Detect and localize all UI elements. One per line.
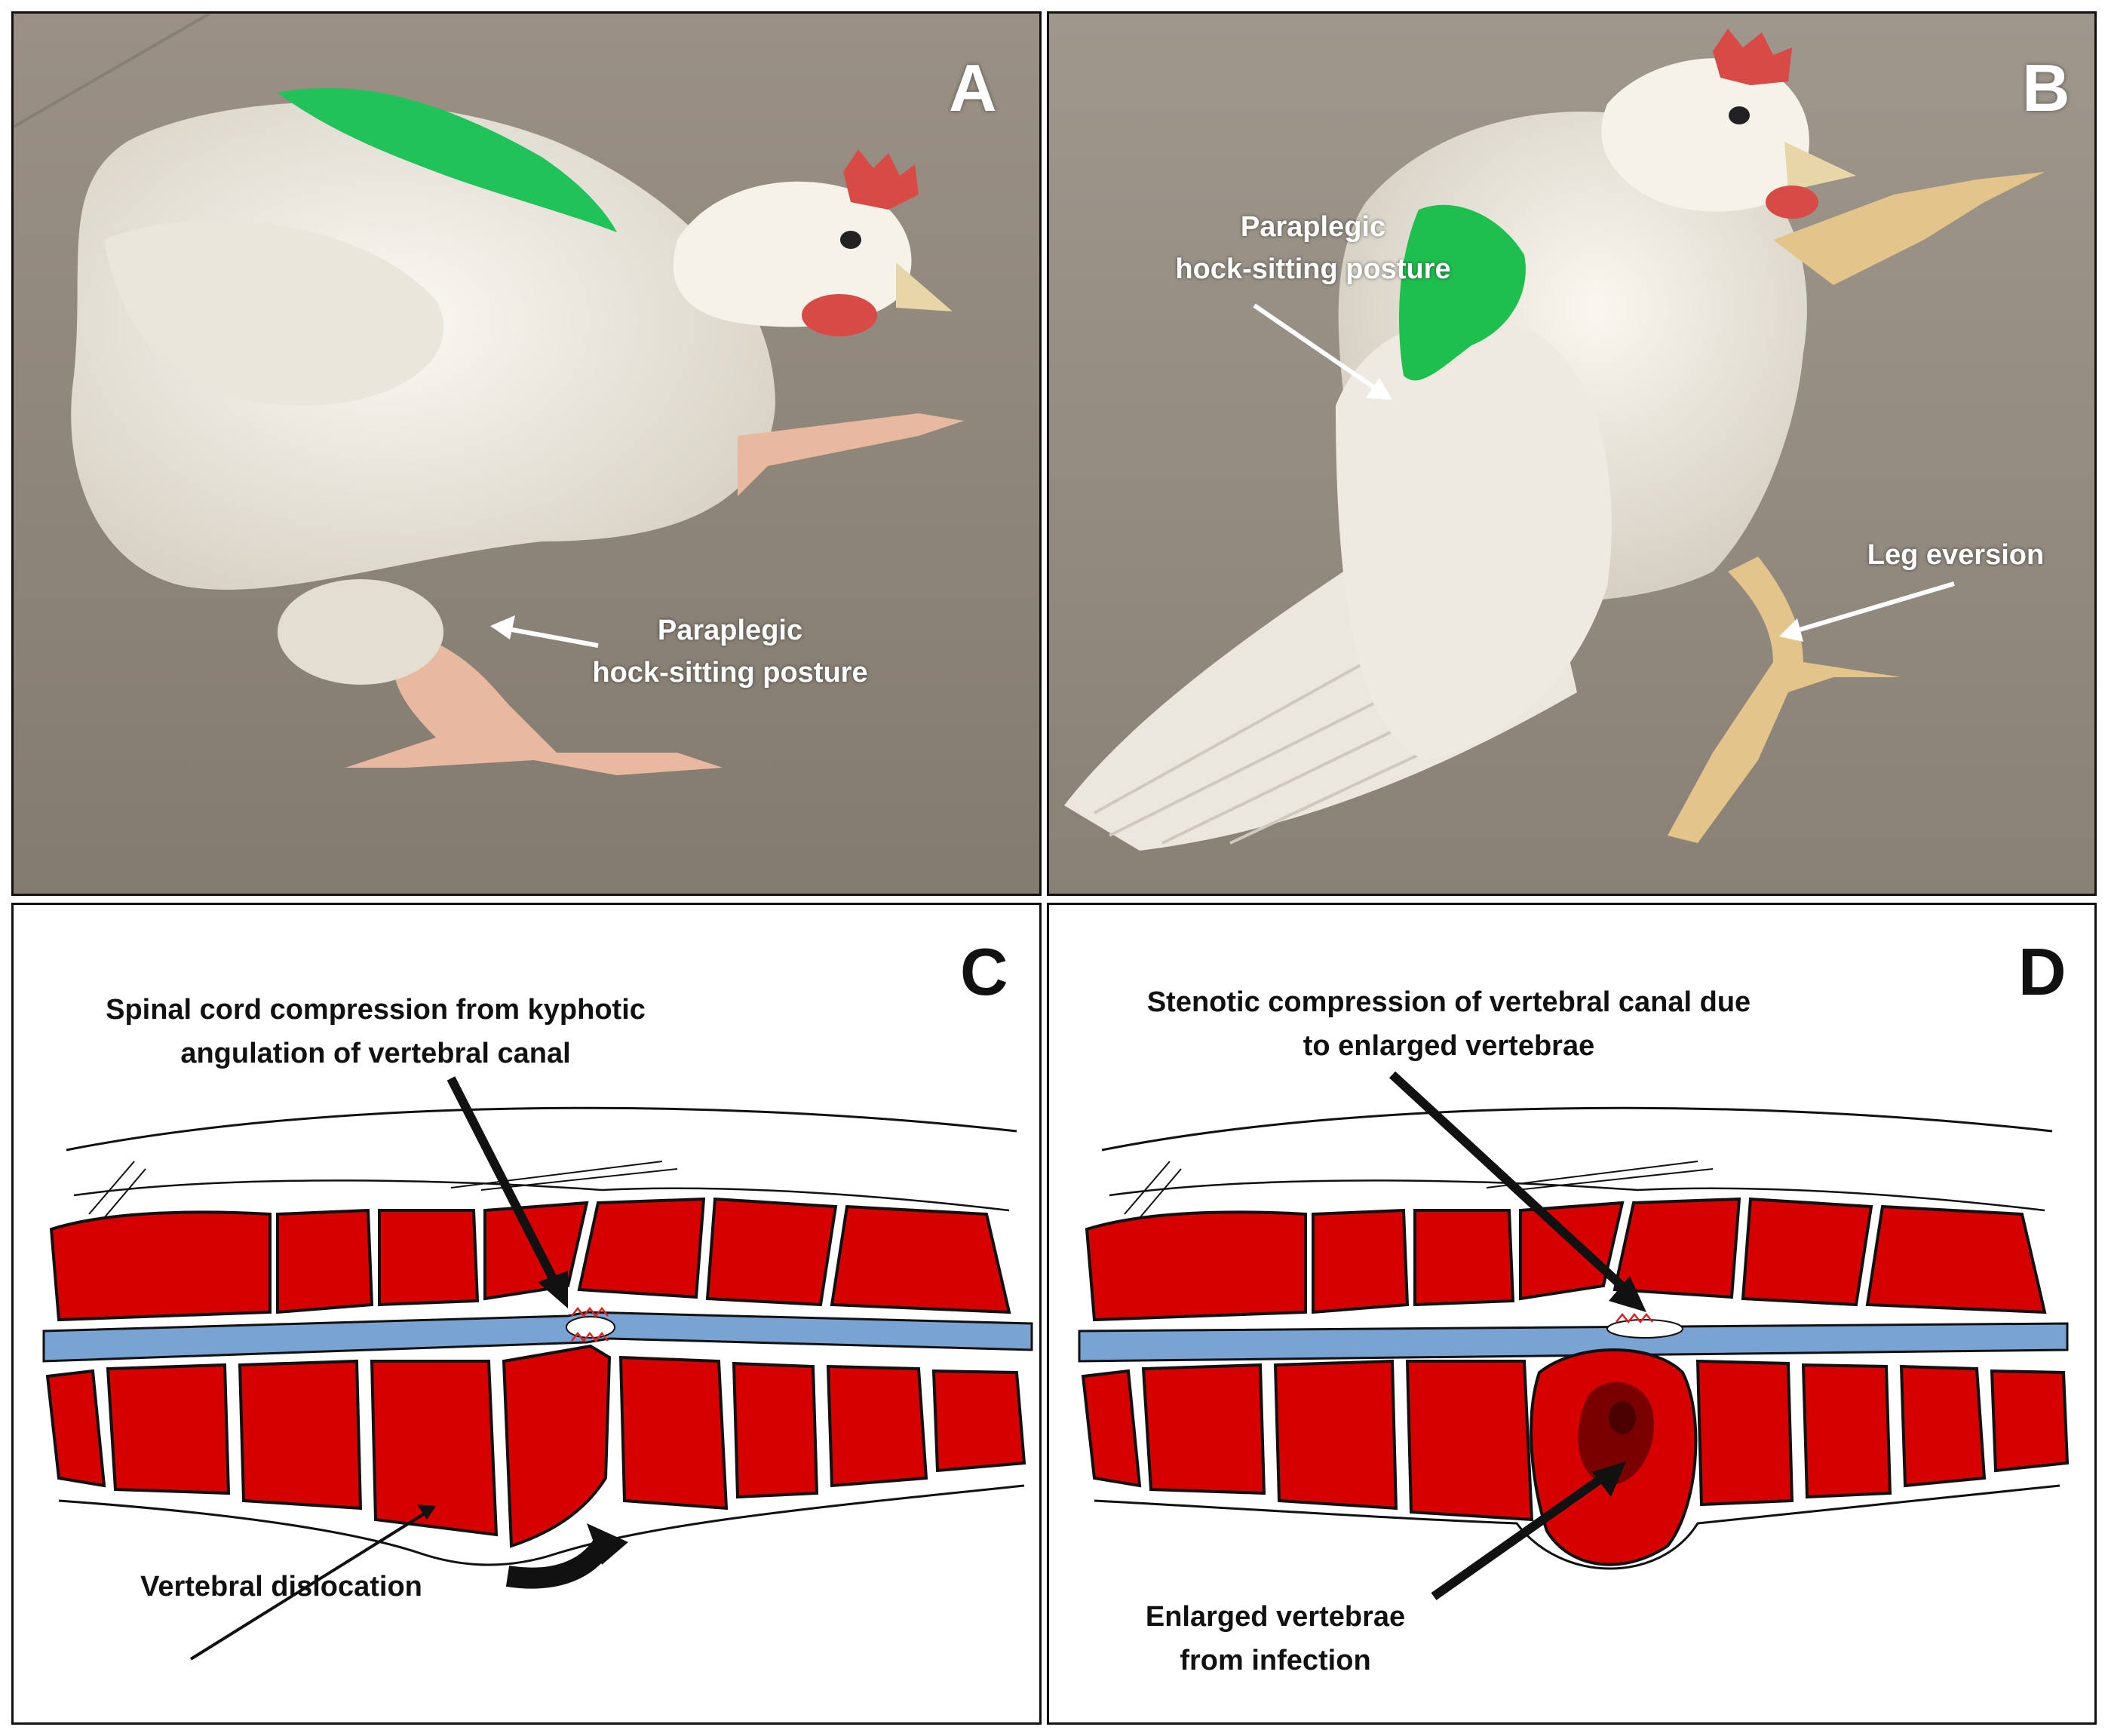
panel-c-diagram: C Spinal cord compression from kyphotic … xyxy=(11,903,1042,1725)
posture-label-b-line2: hock-sitting posture xyxy=(1175,253,1451,285)
panel-b-letter: B xyxy=(2022,51,2070,125)
infection-label-line1: Enlarged vertebrae xyxy=(1145,1601,1406,1633)
annotation-arrows-b xyxy=(1253,303,1955,642)
photo-a-chicken-hock-sitting xyxy=(14,14,1039,894)
compression-label-line1: Spinal cord compression from kyphotic xyxy=(106,994,646,1026)
panel-c-letter: C xyxy=(960,934,1008,1009)
posture-label-a-line2: hock-sitting posture xyxy=(592,657,868,689)
stenosis-label-line1: Stenotic compression of vertebral canal … xyxy=(1146,986,1751,1018)
dislocation-label: Vertebral dislocation xyxy=(140,1571,422,1603)
spine-diagram-c xyxy=(42,1076,1033,1661)
panel-d-diagram: D Stenotic compression of vertebral cana… xyxy=(1047,903,2097,1725)
posture-arrow-a xyxy=(490,615,599,648)
stenosis-label-line2: to enlarged vertebrae xyxy=(1303,1030,1595,1062)
spine-diagram-d xyxy=(1078,1071,2070,1600)
photo-b-chicken-leg-eversion xyxy=(1049,14,2094,894)
panel-b-photo: B Paraplegic hock-sitting posture Leg ev… xyxy=(1047,11,2097,896)
stenosis-label: Stenotic compression of vertebral canal … xyxy=(1109,980,1788,1068)
infection-label: Enlarged vertebrae from infection xyxy=(1094,1595,1456,1682)
posture-label-b: Paraplegic hock-sitting posture xyxy=(1155,206,1471,290)
leg-eversion-label: Leg eversion xyxy=(1867,539,2045,571)
infection-label-line2: from infection xyxy=(1180,1645,1371,1676)
panel-a-photo: A Paraplegic hock-sitting posture xyxy=(11,11,1042,896)
compression-label: Spinal cord compression from kyphotic an… xyxy=(59,988,692,1075)
panel-d-letter: D xyxy=(2018,934,2067,1009)
posture-label-a: Paraplegic hock-sitting posture xyxy=(542,609,919,694)
posture-label-b-line1: Paraplegic xyxy=(1240,211,1386,243)
posture-label-a-line1: Paraplegic xyxy=(657,615,803,646)
panel-a-letter: A xyxy=(949,51,997,125)
compression-label-line2: angulation of vertebral canal xyxy=(180,1038,571,1069)
